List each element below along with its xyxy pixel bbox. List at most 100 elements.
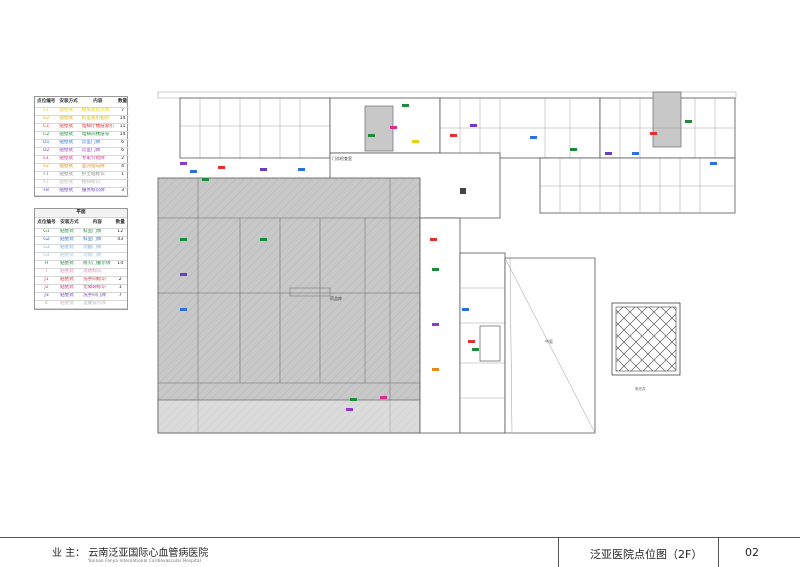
legend-cell-code: E2 bbox=[35, 115, 58, 124]
sign-marker-c2[interactable] bbox=[402, 104, 409, 107]
owner-english: Yunnan Fanya International Cardiovascula… bbox=[88, 558, 202, 563]
sign-marker-f2[interactable] bbox=[432, 368, 439, 371]
sign-marker-g2[interactable] bbox=[462, 308, 469, 311]
sign-marker-g1[interactable] bbox=[570, 148, 577, 151]
legend-cell-count: 7 bbox=[113, 292, 127, 301]
sign-marker-e1[interactable] bbox=[380, 396, 387, 399]
sign-marker-j3[interactable] bbox=[180, 273, 187, 276]
sign-marker-g2[interactable] bbox=[530, 136, 537, 139]
sign-marker-j3[interactable] bbox=[605, 152, 612, 155]
drawing-title: 泛亚医院点位图（2F） bbox=[590, 548, 703, 561]
legend-cell-content: 诊室门牌 bbox=[79, 139, 116, 148]
north-room-grid bbox=[180, 98, 735, 158]
sign-marker-j3[interactable] bbox=[470, 124, 477, 127]
sign-marker-c2[interactable] bbox=[685, 120, 692, 123]
sign-marker-j2[interactable] bbox=[390, 126, 397, 129]
sign-marker-g1[interactable] bbox=[202, 178, 209, 181]
sign-marker-g2[interactable] bbox=[298, 168, 305, 171]
sign-marker-g2[interactable] bbox=[180, 308, 187, 311]
legend-cell-content: 消防标识 bbox=[81, 268, 114, 277]
south-strip bbox=[157, 399, 421, 434]
sign-marker-d2[interactable] bbox=[346, 408, 353, 411]
legend-cell-code: E1 bbox=[35, 107, 58, 116]
west-department-hatch bbox=[158, 178, 420, 433]
legend-cell-content: 电梯间楼层号 bbox=[79, 131, 116, 140]
legend-cell-content: 室内指向牌 bbox=[79, 163, 116, 172]
sign-marker-j3[interactable] bbox=[260, 168, 267, 171]
sign-marker-c1[interactable] bbox=[468, 340, 475, 343]
legend-cell-code: G1 bbox=[35, 228, 58, 237]
legend-cell-count: 14 bbox=[115, 131, 130, 140]
legend-cell-code: F7 bbox=[35, 179, 58, 188]
legend-cell-content: 电梯厅楼层索引 bbox=[79, 123, 116, 132]
sign-markers bbox=[180, 104, 717, 411]
legend-header-mount: 安装方式 bbox=[57, 97, 80, 108]
atrium-edge bbox=[509, 257, 513, 434]
sign-marker-h[interactable] bbox=[368, 134, 375, 137]
sign-marker-c1[interactable] bbox=[650, 132, 657, 135]
legend-cell-count bbox=[113, 252, 127, 261]
sign-marker-d2[interactable] bbox=[180, 162, 187, 165]
legend-cell-count: 2 bbox=[115, 155, 130, 164]
legend-cell-mount: 贴壁式 bbox=[57, 179, 80, 188]
legend-header-content: 内容 bbox=[79, 97, 116, 108]
sign-marker-g2[interactable] bbox=[190, 170, 197, 173]
sign-marker-d2[interactable] bbox=[432, 323, 439, 326]
east-wing-block bbox=[539, 157, 736, 214]
legend-cell-code: D2 bbox=[35, 147, 58, 156]
legend-cell-code: I bbox=[35, 268, 58, 277]
legend-cell-mount: 贴壁式 bbox=[58, 284, 81, 293]
legend-cell-count: 6 bbox=[115, 147, 130, 156]
legend-cell-mount: 贴壁式 bbox=[58, 244, 81, 253]
legend-cell-count: 2 bbox=[113, 276, 127, 285]
legend-cell-code: C2 bbox=[35, 131, 58, 140]
legend-cell-mount: 贴壁式 bbox=[58, 292, 81, 301]
legend-cell-content: 温馨提示牌 bbox=[81, 300, 114, 309]
legend-cell-code: G4 bbox=[35, 252, 58, 261]
sign-marker-h[interactable] bbox=[350, 398, 357, 401]
middle-block-grid bbox=[460, 287, 505, 399]
sign-marker-c1[interactable] bbox=[450, 134, 457, 137]
legend-header-content: 内容 bbox=[81, 217, 114, 229]
legend-cell-count bbox=[113, 268, 127, 277]
sign-marker-g2[interactable] bbox=[710, 162, 717, 165]
legend-cell-mount: 贴壁式 bbox=[57, 187, 80, 196]
atrium-diagonal bbox=[504, 257, 596, 434]
legend-cell-count: 14 bbox=[113, 260, 127, 269]
legend-cell-count: 14 bbox=[115, 115, 130, 124]
sign-marker-h[interactable] bbox=[432, 268, 439, 271]
sign-marker-g2[interactable] bbox=[632, 152, 639, 155]
legend-cell-content: 护士站标识 bbox=[79, 171, 116, 180]
skylight-pattern bbox=[615, 306, 677, 372]
legend-cell-count: 4 bbox=[115, 163, 130, 172]
sign-marker-g1[interactable] bbox=[260, 238, 267, 241]
legend-wall-header-row: 点位编号 安装方式 内容 数量 bbox=[35, 97, 130, 108]
legend-cell-code: C1 bbox=[35, 123, 58, 132]
sign-marker-h[interactable] bbox=[180, 238, 187, 241]
page-number: 02 bbox=[745, 546, 759, 559]
legend-cell-code: F2 bbox=[35, 163, 58, 172]
sign-marker-c1[interactable] bbox=[218, 166, 225, 169]
sign-marker-e1[interactable] bbox=[412, 140, 419, 143]
legend-cell-count: 11 bbox=[115, 123, 130, 132]
legend-cell-content: 楼梯标识 bbox=[79, 179, 116, 188]
elevator-core-east bbox=[652, 91, 682, 148]
sign-marker-c1[interactable] bbox=[430, 238, 437, 241]
legend-cell-mount: 贴壁式 bbox=[58, 268, 81, 277]
legend-cell-mount: 贴壁式 bbox=[58, 260, 81, 269]
sign-marker-c2[interactable] bbox=[472, 348, 479, 351]
